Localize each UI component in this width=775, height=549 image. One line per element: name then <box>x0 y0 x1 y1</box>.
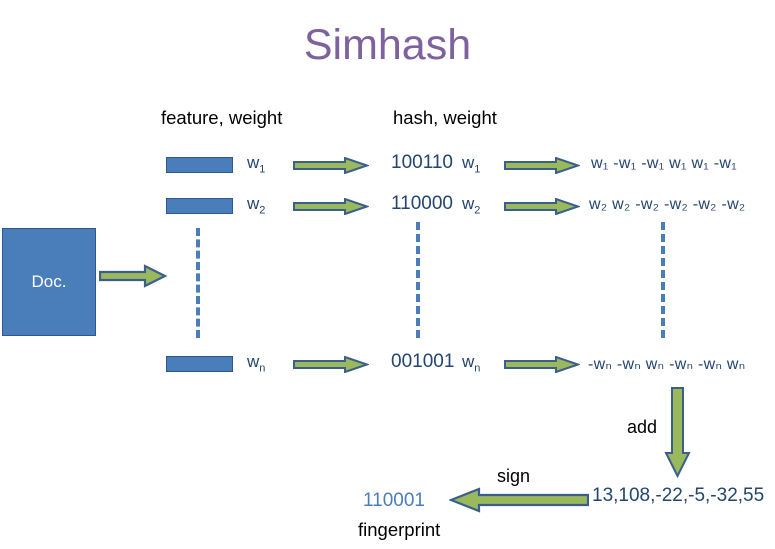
feature-bar-n <box>166 356 233 372</box>
arrow-sign-left-icon <box>449 487 589 513</box>
operation-label-sign: sign <box>497 466 531 486</box>
hash-value-n: 001001 <box>391 351 455 372</box>
hash-weight-label-n: wn <box>462 352 481 375</box>
feature-weight-sub-1: 1 <box>259 163 266 176</box>
arrow-feature-to-hash-1-icon <box>293 157 369 174</box>
arrow-feature-to-hash-2-icon <box>293 198 369 215</box>
arrow-feature-to-hash-n-icon <box>293 356 369 373</box>
hash-weight-sub-1: 1 <box>474 163 481 176</box>
document-box: Doc. <box>2 228 96 336</box>
arrow-add-down-icon <box>664 387 691 478</box>
ellipsis-dashed-line-features <box>196 228 200 338</box>
ellipsis-dashed-line-signed <box>661 222 665 338</box>
feature-weight-sub-n: n <box>259 362 266 375</box>
arrow-hash-to-signed-n-icon <box>504 356 580 373</box>
page-title: Simhash <box>303 21 472 69</box>
feature-weight-label-2: w2 <box>247 194 266 217</box>
signed-vector-2: w₂ w₂ -w₂ -w₂ -w₂ -w₂ <box>589 196 746 213</box>
ellipsis-dashed-line-hashes <box>416 222 420 338</box>
sum-vector-value: 13,108,-22,-5,-32,55 <box>592 485 765 506</box>
fingerprint-value: 110001 <box>363 490 425 511</box>
feature-weight-label-n: wn <box>247 352 266 375</box>
arrow-hash-to-signed-2-icon <box>504 198 580 215</box>
operation-label-add: add <box>627 417 658 437</box>
feature-weight-label-1: w1 <box>247 153 266 176</box>
document-box-label: Doc. <box>31 272 67 291</box>
feature-bar-1 <box>166 157 233 173</box>
hash-weight-sub-2: 2 <box>474 204 481 217</box>
hash-weight-sub-n: n <box>474 362 481 375</box>
fingerprint-label: fingerprint <box>358 519 441 540</box>
arrow-hash-to-signed-1-icon <box>504 157 580 174</box>
feature-weight-sub-2: 2 <box>259 204 266 217</box>
signed-vector-1: w₁ -w₁ -w₁ w₁ w₁ -w₁ <box>591 155 737 172</box>
hash-weight-label-2: w2 <box>462 194 481 217</box>
signed-vector-n: -wₙ -wₙ wₙ -wₙ -wₙ wₙ <box>588 356 746 373</box>
feature-bar-2 <box>166 198 233 214</box>
column-heading-feature-weight: feature, weight <box>161 107 283 128</box>
column-heading-hash-weight: hash, weight <box>393 107 497 128</box>
arrow-doc-to-features-icon <box>99 264 167 288</box>
hash-value-2: 110000 <box>391 193 453 214</box>
hash-value-1: 100110 <box>391 152 453 173</box>
hash-weight-label-1: w1 <box>462 153 481 176</box>
